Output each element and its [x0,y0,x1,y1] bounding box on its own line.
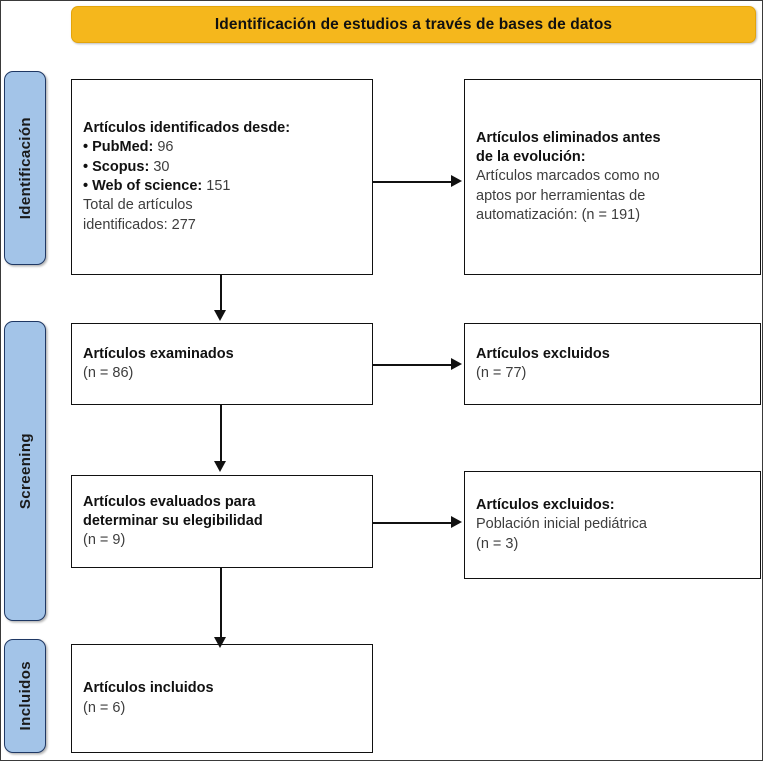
identified-heading: Artículos identificados desde: [83,120,291,137]
identified-source-pubmed: • PubMed: 96 [83,138,361,157]
stage-label-identification: Identificación [4,71,46,265]
identified-source-scopus-label: • Scopus: [83,158,150,175]
page-title: Identificación de estudios a través de b… [214,15,613,33]
box-articles-identified: Artículos identificados desde: • PubMed:… [71,79,373,275]
box-articles-excluded-screening: Artículos excluidos (n = 77) [464,323,761,405]
removed-heading-line-1: Artículos eliminados antes [476,129,661,146]
identified-source-pubmed-value: 96 [157,139,174,156]
excluded-eligibility-count: (n = 3) [476,535,519,552]
box-articles-included: Artículos incluidos (n = 6) [71,644,373,753]
screened-heading: Artículos examinados [83,345,234,362]
arrow-shaft [220,275,222,313]
identified-total-line-2: identificados: 277 [83,216,196,233]
screened-count: (n = 86) [83,365,134,381]
removed-heading-line-2: de la evolución: [476,149,586,166]
box-articles-removed: Artículos eliminados antes de la evoluci… [464,79,761,275]
excluded-eligibility-heading: Artículos excluidos: [476,497,615,514]
removed-body-line-3: automatización: (n = 191) [476,206,641,223]
arrow-shaft [373,364,453,366]
excluded-screening-heading: Artículos excluidos [476,345,610,362]
eligibility-heading-line-1: Artículos evaluados para [83,493,256,510]
eligibility-heading-line-2: determinar su elegibilidad [83,512,263,529]
removed-body-line-2: aptos por herramientas de [476,187,646,204]
included-count: (n = 6) [83,699,126,716]
box-articles-excluded-eligibility: Artículos excluidos: Población inicial p… [464,471,761,579]
identified-source-scopus-value: 30 [153,158,170,175]
arrow-shaft [373,181,453,183]
arrow-shaft [373,522,453,524]
stage-label-included-text: Incluidos [16,661,34,731]
arrow-head-right-icon [451,358,462,371]
identified-source-pubmed-label: • PubMed: [83,139,154,156]
arrow-shaft [220,568,222,640]
box-articles-eligibility: Artículos evaluados para determinar su e… [71,475,373,568]
identified-total-line-1: Total de artículos [83,197,193,214]
arrow-head-down-icon [214,310,227,321]
identified-source-wos-value: 151 [206,178,231,194]
stage-label-screening-text: Screening [16,432,34,510]
diagram-header-banner: Identificación de estudios a través de b… [71,6,756,43]
removed-body-line-1: Artículos marcados como no [476,168,660,185]
box-articles-screened: Artículos examinados (n = 86) [71,323,373,405]
arrow-head-right-icon [451,175,462,188]
identified-source-scopus: • Scopus: 30 [83,158,361,177]
arrow-head-right-icon [451,516,462,529]
excluded-screening-count: (n = 77) [476,365,527,381]
included-heading: Artículos incluidos [83,680,214,697]
arrow-head-down-icon [214,461,227,472]
stage-label-included: Incluidos [4,639,46,753]
eligibility-count: (n = 9) [83,532,126,549]
stage-label-screening: Screening [4,321,46,621]
arrow-shaft [220,405,222,464]
arrow-head-down-icon [214,637,227,648]
identified-source-wos-label: • Web of science: [83,178,203,194]
identified-source-wos: • Web of science: 151 [83,177,361,196]
stage-label-identification-text: Identificación [16,116,34,220]
excluded-eligibility-reason: Población inicial pediátrica [476,516,647,533]
